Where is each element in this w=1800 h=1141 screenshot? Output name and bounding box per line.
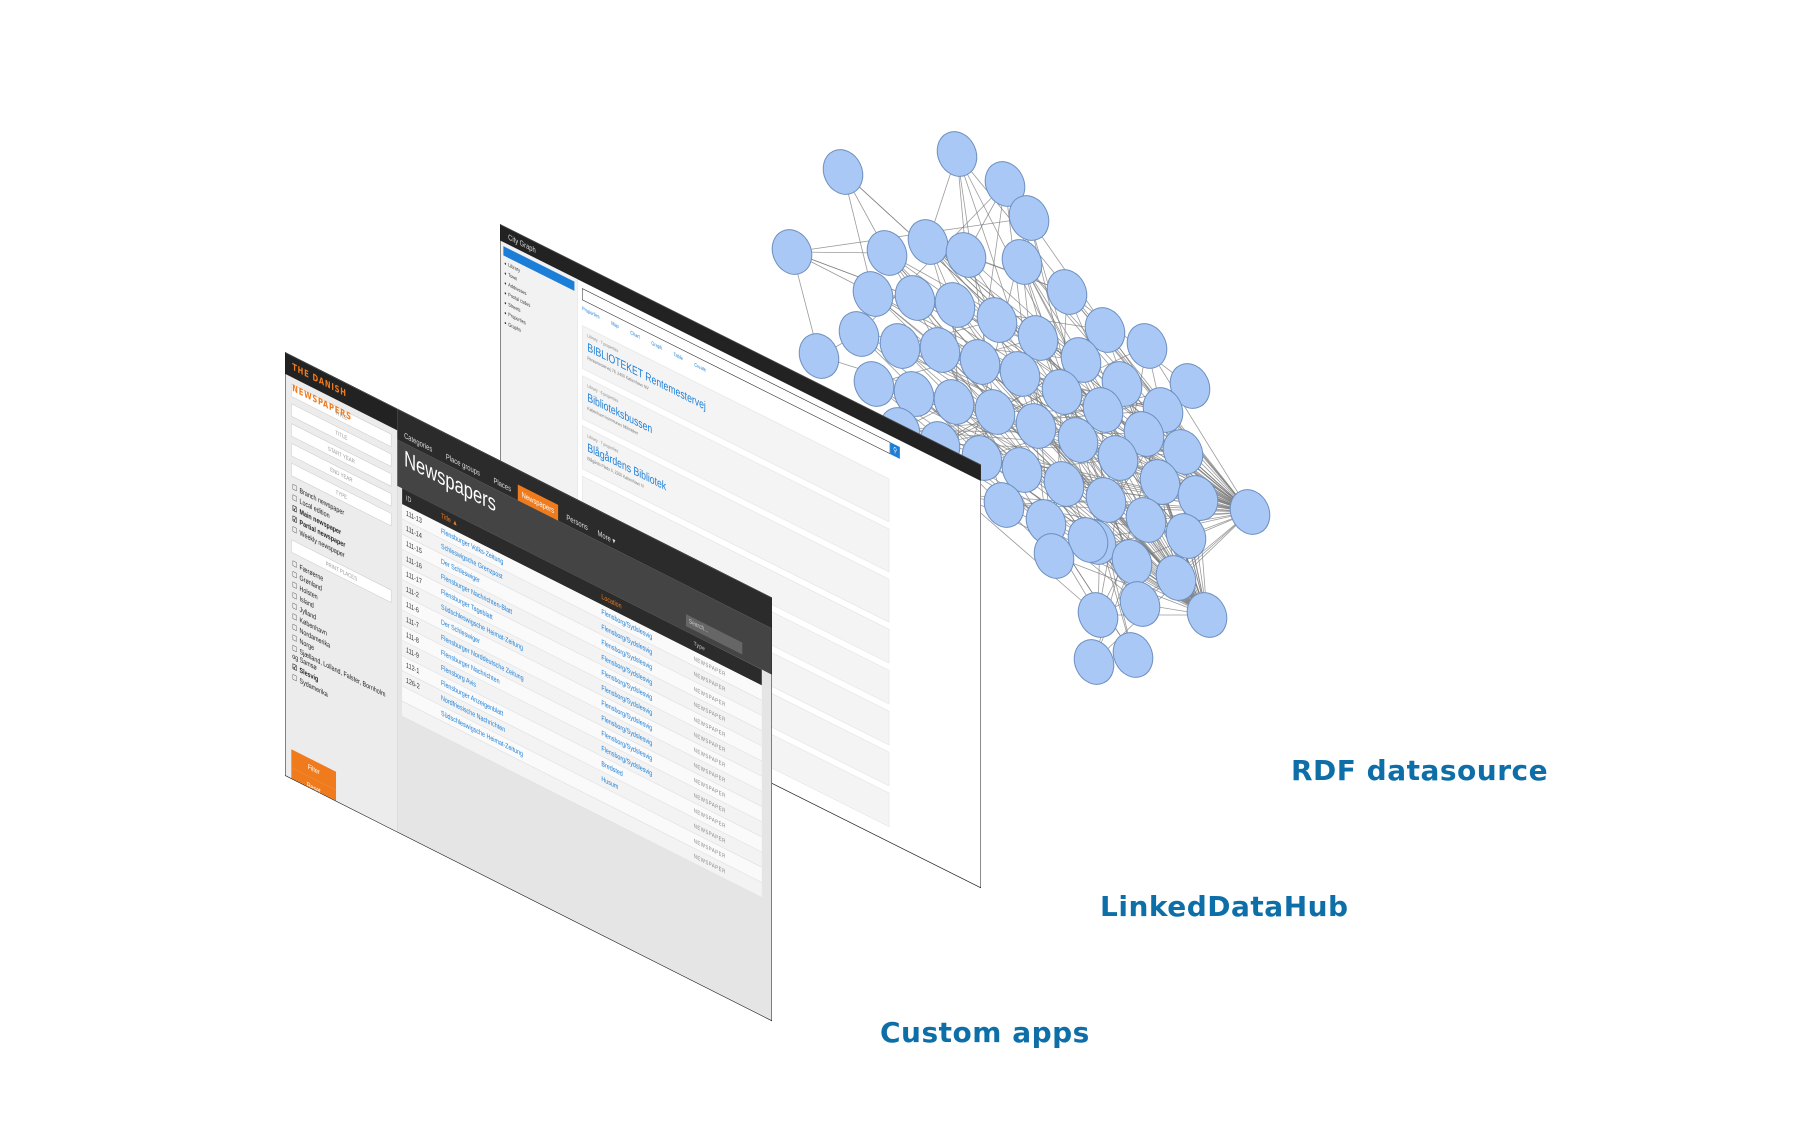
graph-node: [1125, 497, 1167, 543]
graph-node: [945, 232, 987, 278]
graph-node: [1060, 337, 1102, 383]
graph-node: [1043, 461, 1085, 507]
graph-node: [852, 271, 894, 317]
graph-node: [1017, 315, 1059, 361]
graph-edge: [1139, 511, 1251, 605]
graph-node: [1073, 639, 1115, 685]
graph-node: [1112, 632, 1154, 678]
graph-node: [798, 333, 840, 379]
graph-node: [976, 297, 1018, 343]
graph-node: [1001, 239, 1043, 285]
graph-node: [934, 282, 976, 328]
linkeddatahub-label: LinkedDataHub: [1100, 890, 1349, 923]
graph-node: [1084, 307, 1126, 353]
graph-node: [983, 482, 1025, 528]
graph-edge: [1021, 261, 1104, 411]
graph-node: [959, 339, 1001, 385]
graph-node: [933, 379, 975, 425]
ldh-toolbar-item[interactable]: Chart: [630, 329, 640, 341]
graph-nodes: [771, 131, 1271, 685]
graph-node: [1177, 475, 1219, 521]
dn-places-list: FærøerneGrønlandHolstenIslandJyllandKøbe…: [285, 556, 397, 734]
graph-node: [919, 327, 961, 373]
graph-node: [838, 311, 880, 357]
graph-node: [1155, 555, 1197, 601]
graph-edge: [1146, 345, 1251, 513]
graph-edge: [1105, 499, 1251, 513]
graph-node: [1186, 592, 1228, 638]
graph-node: [771, 229, 813, 275]
graph-edge: [959, 494, 1099, 616]
graph-node: [1119, 581, 1161, 627]
graph-node: [866, 230, 908, 276]
graph-node: [1033, 533, 1075, 579]
graph-node: [893, 371, 935, 417]
custom-apps-label: Custom apps: [880, 1016, 1090, 1049]
graph-node: [1229, 489, 1271, 535]
ldh-toolbar-item[interactable]: Graph: [651, 339, 663, 352]
graph-edge: [791, 251, 916, 299]
graph-node: [879, 323, 921, 369]
graph-node: [999, 351, 1041, 397]
ldh-toolbar-item[interactable]: Create: [694, 361, 706, 374]
graph-node: [1126, 323, 1168, 369]
graph-node: [974, 389, 1016, 435]
rdf-datasource-label: RDF datasource: [1291, 754, 1549, 787]
search-icon[interactable]: ⚲: [890, 442, 900, 459]
graph-node: [894, 275, 936, 321]
dn-sidebar: THE DANISH NEWSPAPERS TITLE TITLE START …: [285, 352, 398, 832]
graph-node: [1057, 417, 1099, 463]
graph-node: [822, 149, 864, 195]
ldh-toolbar-item[interactable]: Table: [673, 351, 683, 362]
graph-node: [1085, 477, 1127, 523]
graph-node: [1077, 592, 1119, 638]
graph-node: [936, 131, 978, 177]
graph-node: [1097, 435, 1139, 481]
graph-node: [1082, 387, 1124, 433]
graph-node: [1015, 403, 1057, 449]
graph-node: [853, 361, 895, 407]
ldh-toolbar-item[interactable]: Map: [611, 319, 619, 330]
graph-node: [1046, 269, 1088, 315]
graph-node: [907, 219, 949, 265]
graph-node: [1001, 447, 1043, 493]
graph-node: [1008, 195, 1050, 241]
graph-node: [1165, 513, 1207, 559]
graph-node: [1162, 429, 1204, 475]
graph-node: [1041, 369, 1083, 415]
graph-node: [1139, 459, 1181, 505]
